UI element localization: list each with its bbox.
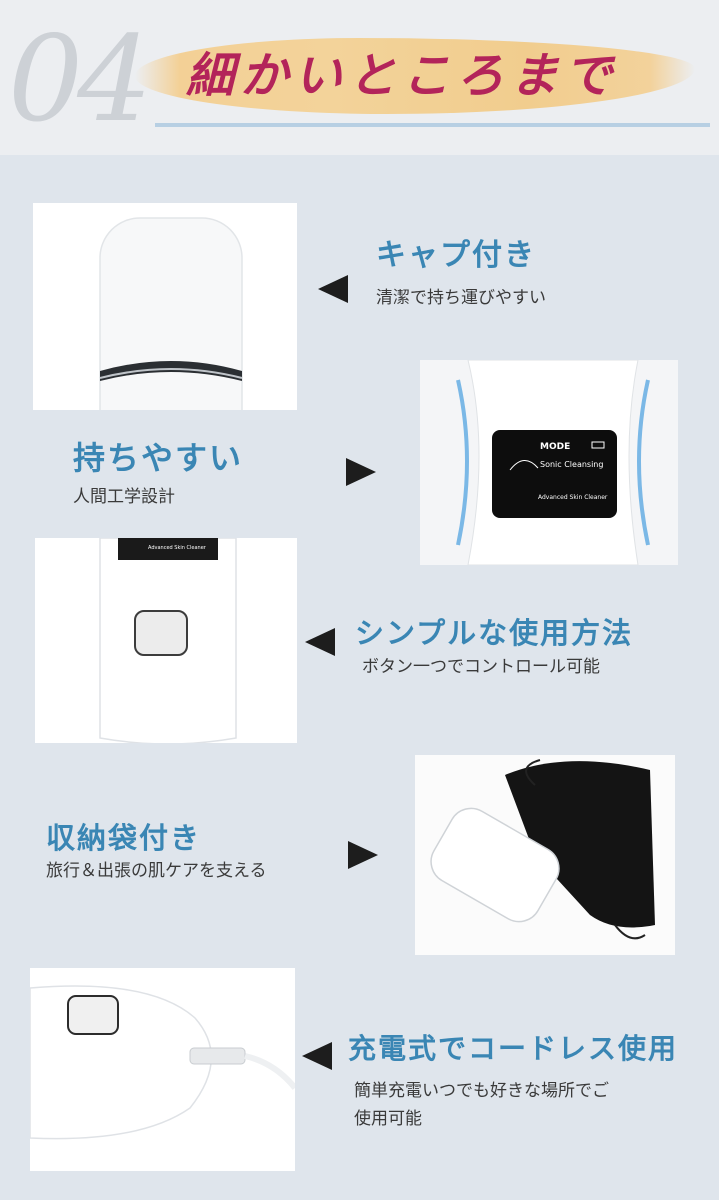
button-closeup-image: Advanced Skin Cleaner xyxy=(35,538,297,743)
screen-mode-label: MODE xyxy=(540,442,571,452)
title-underline xyxy=(155,123,710,127)
feature-charge-title: 充電式でコードレス使用 xyxy=(348,1032,679,1065)
section-number: 04 xyxy=(8,10,152,148)
feature-bag-subtitle: 旅行＆出張の肌ケアを支える xyxy=(46,861,267,881)
screen-mode-text: Sonic Cleansing xyxy=(540,460,604,469)
arrow-right-icon xyxy=(348,841,378,869)
feature-simple-title: シンプルな使用方法 xyxy=(355,616,634,650)
feature-cap-title: キャプ付き xyxy=(376,238,536,273)
device-screen-image: MODE Sonic Cleansing Advanced Skin Clean… xyxy=(420,360,678,565)
feature-charge-subtitle-2: 使用可能 xyxy=(354,1109,422,1129)
arrow-left-icon xyxy=(305,628,335,656)
feature-grip-subtitle: 人間工学設計 xyxy=(73,487,175,507)
screen-brand: Advanced Skin Cleaner xyxy=(538,494,608,501)
feature-bag-title: 収納袋付き xyxy=(46,821,202,855)
storage-bag-image xyxy=(415,755,675,955)
arrow-left-icon xyxy=(302,1042,332,1070)
section-title: 細かいところまで xyxy=(186,48,619,104)
header: 04 細かいところまで xyxy=(0,0,719,155)
feature-cap-subtitle: 清潔で持ち運びやすい xyxy=(376,288,546,308)
charging-image xyxy=(30,968,295,1171)
cap-image xyxy=(33,203,297,410)
device-bottom-label: Advanced Skin Cleaner xyxy=(148,545,206,551)
feature-simple-subtitle: ボタン一つでコントロール可能 xyxy=(362,657,600,677)
arrow-right-icon xyxy=(346,458,376,486)
feature-charge-subtitle-1: 簡単充電いつでも好きな場所でご xyxy=(354,1081,609,1101)
feature-grip-title: 持ちやすい xyxy=(73,439,244,477)
arrow-left-icon xyxy=(318,275,348,303)
